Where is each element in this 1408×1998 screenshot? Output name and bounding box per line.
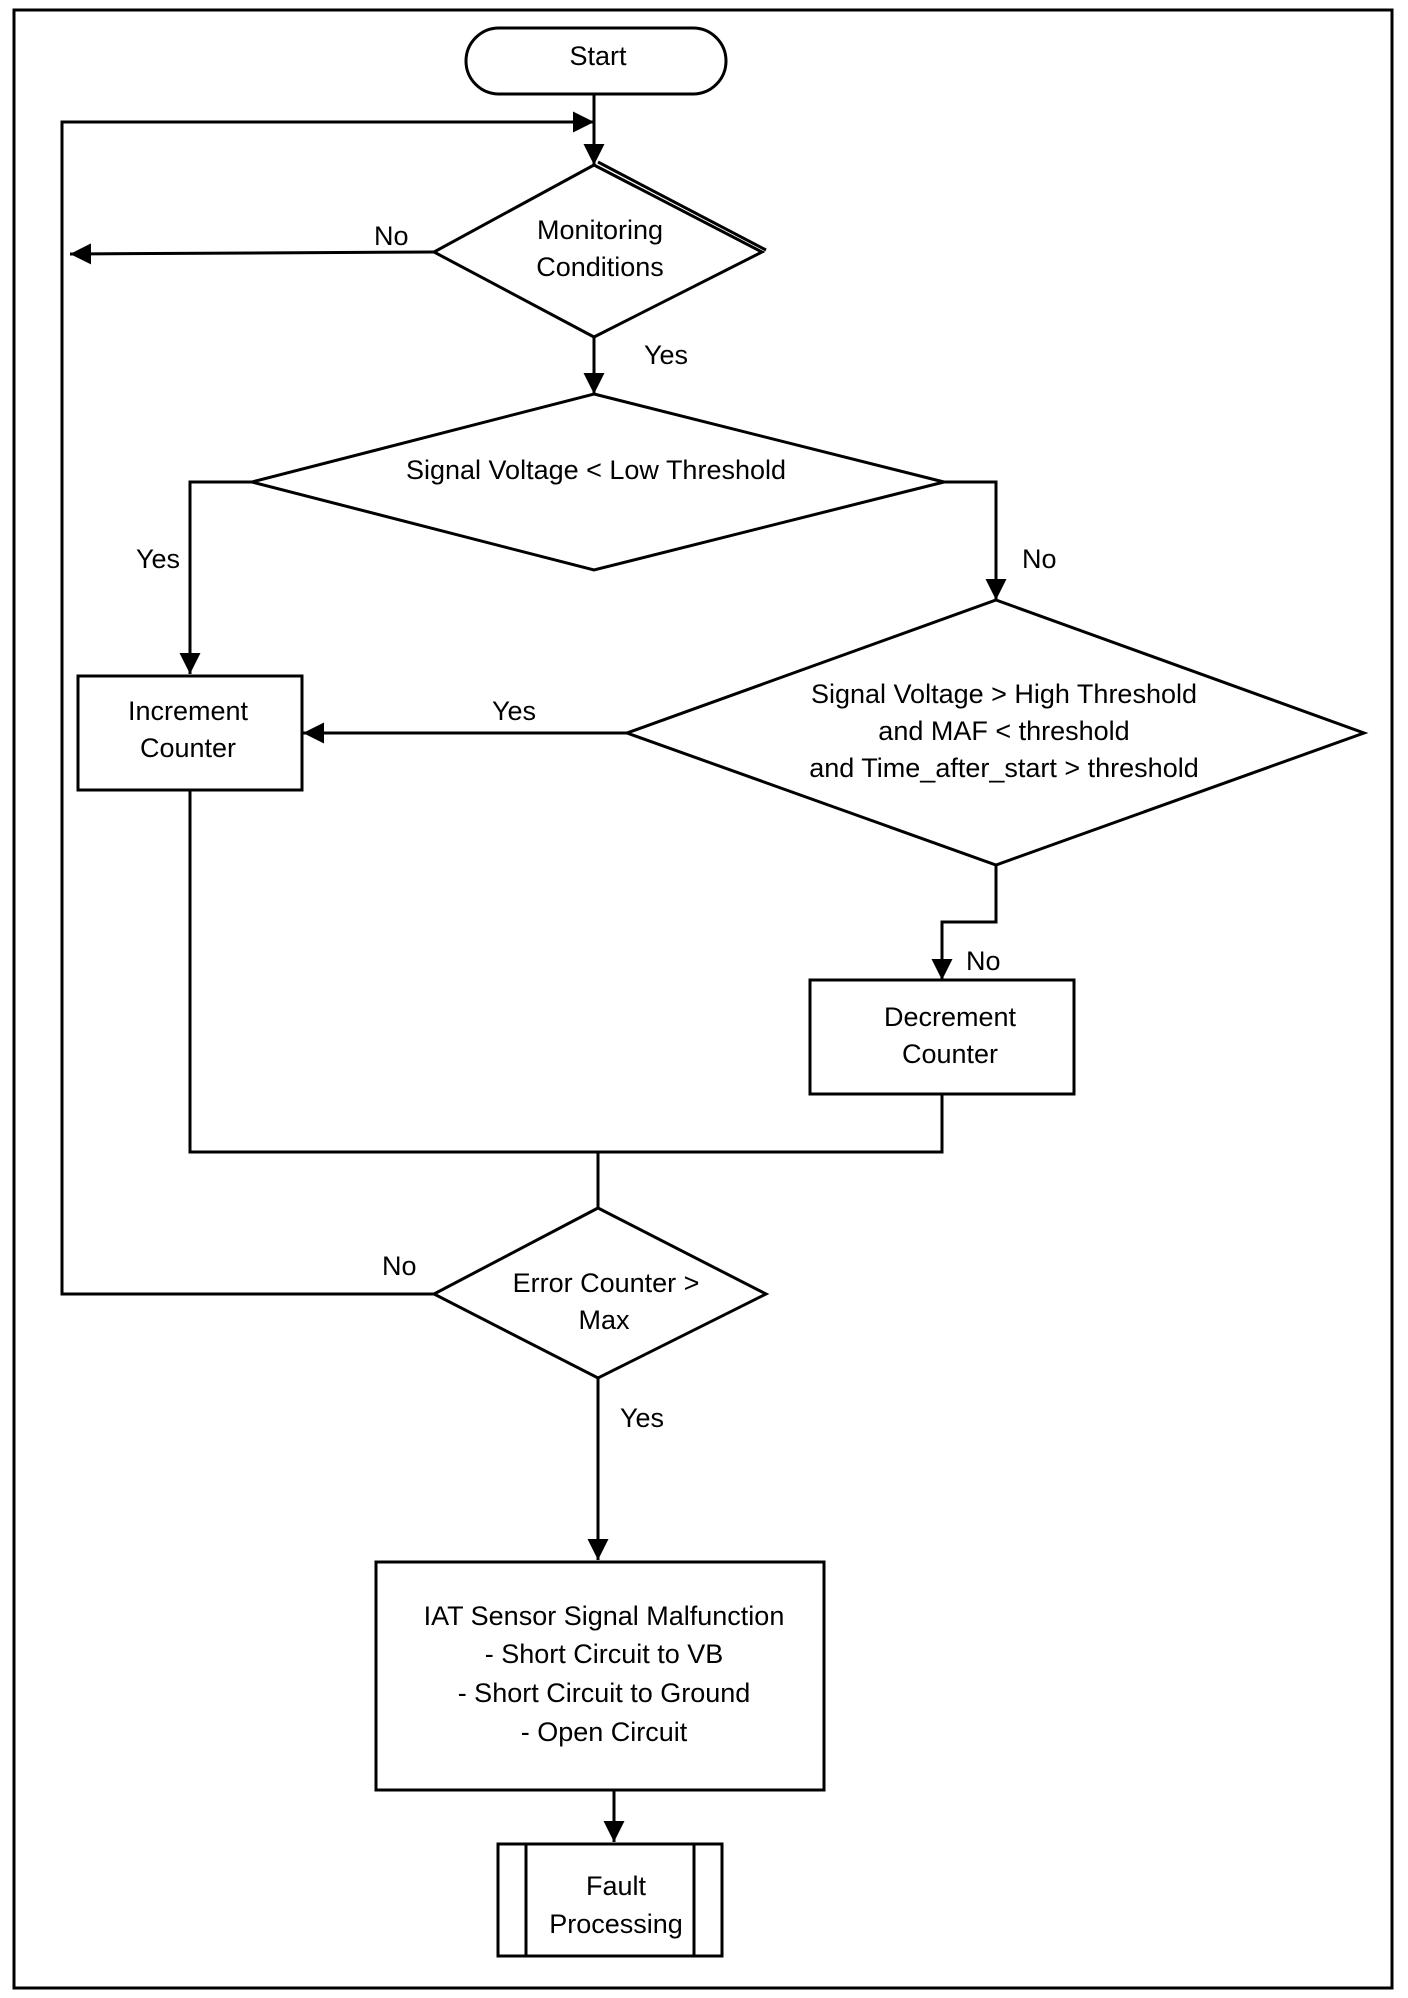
label-low-yes: Yes: [136, 544, 180, 574]
error-counter-decision: [430, 1206, 770, 1380]
label-high-yes: Yes: [492, 696, 536, 726]
increment-label-line-1: Increment: [128, 696, 249, 726]
high-threshold-label-line-2: and MAF < threshold: [878, 716, 1129, 746]
edge-high-no: [931, 865, 998, 980]
monitoring-label-line-1: Monitoring: [537, 215, 663, 245]
malfunction-label-line-4: - Open Circuit: [521, 1717, 688, 1747]
high-threshold-label-line-3: and Time_after_start > threshold: [809, 753, 1198, 783]
low-threshold-decision: [251, 392, 945, 572]
edge-monitoring-no: [69, 243, 435, 265]
edge-increment-merge: [188, 790, 944, 1154]
edge-low-yes: [179, 480, 252, 674]
edge-loop-back: [60, 111, 594, 1296]
diagram-frame: [12, 8, 1394, 1990]
malfunction-label-line-3: - Short Circuit to Ground: [458, 1678, 751, 1708]
monitoring-diamond-shadow: [597, 160, 767, 252]
increment-counter-process: [76, 674, 304, 792]
increment-label-line-2: Counter: [140, 733, 236, 763]
decrement-counter-process: [808, 978, 1076, 1096]
decrement-label-line-1: Decrement: [884, 1002, 1017, 1032]
label-monitoring-yes: Yes: [644, 340, 688, 370]
label-error-yes: Yes: [620, 1403, 664, 1433]
error-counter-label-line-2: Max: [578, 1305, 630, 1335]
low-threshold-label: Signal Voltage < Low Threshold: [406, 455, 786, 485]
connectors: [60, 94, 1007, 1842]
edge-low-no: [944, 480, 1007, 600]
label-high-no: No: [966, 946, 1001, 976]
label-error-no: No: [382, 1251, 417, 1281]
malfunction-process: [374, 1560, 826, 1792]
error-counter-label-line-1: Error Counter >: [513, 1268, 700, 1298]
high-threshold-label-line-1: Signal Voltage > High Threshold: [811, 679, 1197, 709]
monitoring-conditions-decision: [430, 163, 766, 339]
decrement-label-line-2: Counter: [902, 1039, 998, 1069]
start-label: Start: [569, 41, 627, 71]
monitoring-label-line-2: Conditions: [536, 252, 664, 282]
fault-label-line-1: Fault: [586, 1871, 647, 1901]
malfunction-label-line-1: IAT Sensor Signal Malfunction: [424, 1601, 785, 1631]
high-threshold-decision: [622, 598, 1369, 867]
fault-label-line-2: Processing: [549, 1909, 683, 1939]
label-monitoring-no: No: [374, 221, 409, 251]
label-low-no: No: [1022, 544, 1057, 574]
malfunction-label-line-2: - Short Circuit to VB: [485, 1639, 724, 1669]
fault-processing-subprocess: [496, 1842, 724, 1958]
start-terminator: [464, 26, 728, 96]
